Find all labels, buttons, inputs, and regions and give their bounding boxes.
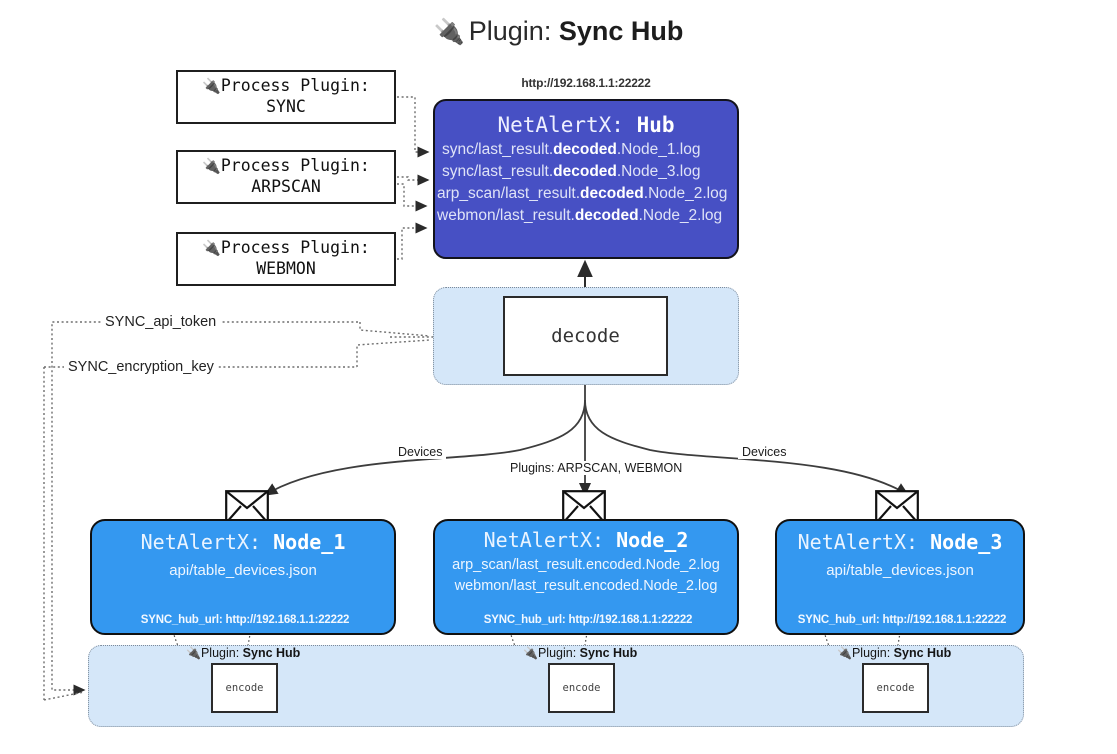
node-hub-url: SYNC_hub_url: http://192.168.1.1:22222: [797, 614, 1007, 626]
encode-box-node-1[interactable]: encode: [211, 663, 278, 713]
node-box-node-2[interactable]: NetAlertX: Node_2 arp_scan/last_result.e…: [433, 519, 739, 635]
hub-title-prefix: NetAlertX:: [497, 113, 624, 137]
node-artifact-line: arp_scan/last_result.encoded.Node_2.log: [452, 557, 720, 573]
node-title-name: Node_1: [273, 530, 346, 554]
hub-log-line: webmon/last_result.decoded.Node_2.log: [437, 207, 723, 224]
process-plugin-webmon[interactable]: 🔌Process Plugin: WEBMON: [176, 232, 396, 286]
node-artifact-line: api/table_devices.json: [169, 562, 317, 579]
node-hub-url: SYNC_hub_url: http://192.168.1.1:22222: [483, 614, 693, 626]
envelope-icon: [225, 490, 269, 524]
edge-label-devices-left: Devices: [394, 445, 447, 459]
plugin-label-node-3: 🔌Plugin: Sync Hub: [837, 646, 952, 660]
plug-icon: 🔌: [202, 239, 221, 258]
process-plugin-name: ARPSCAN: [251, 177, 321, 196]
plug-icon: 🔌: [202, 77, 221, 96]
node-title: NetAlertX: Node_2: [483, 528, 689, 552]
page-title-name: Sync Hub: [558, 16, 684, 46]
page-title: 🔌Plugin: Sync Hub: [0, 16, 1117, 47]
plug-icon: 🔌: [433, 18, 465, 46]
process-plugin-label: Process Plugin:: [220, 156, 370, 176]
node-title: NetAlertX: Node_1: [140, 530, 346, 554]
plug-icon: 🔌: [202, 157, 221, 176]
process-plugin-name: WEBMON: [256, 259, 316, 278]
process-plugin-sync[interactable]: 🔌Process Plugin: SYNC: [176, 70, 396, 124]
node-artifact-line: webmon/last_result.encoded.Node_2.log: [454, 578, 718, 594]
process-plugin-arpscan[interactable]: 🔌Process Plugin: ARPSCAN: [176, 150, 396, 204]
process-plugin-label: Process Plugin:: [220, 76, 370, 96]
hub-title-name: Hub: [636, 113, 675, 137]
hub-url-label: http://192.168.1.1:22222: [521, 76, 651, 90]
hub-box[interactable]: NetAlertX: Hub sync/last_result.decoded.…: [433, 99, 739, 259]
hub-title: NetAlertX: Hub: [435, 113, 737, 137]
plug-icon: 🔌: [186, 646, 201, 660]
node-box-node-1[interactable]: NetAlertX: Node_1 api/table_devices.json…: [90, 519, 396, 635]
credential-label-encryption-key: SYNC_encryption_key: [64, 359, 218, 375]
plugin-label-node-2: 🔌Plugin: Sync Hub: [523, 646, 638, 660]
plugin-label-node-1: 🔌Plugin: Sync Hub: [186, 646, 301, 660]
plug-icon: 🔌: [523, 646, 538, 660]
envelope-icon: [562, 490, 606, 524]
credential-label-api-token: SYNC_api_token: [101, 314, 221, 330]
process-plugin-name: SYNC: [266, 97, 306, 116]
edge-label-plugins-middle: Plugins: ARPSCAN, WEBMON: [506, 461, 687, 475]
process-plugin-label: Process Plugin:: [220, 238, 370, 258]
edge-label-devices-right: Devices: [738, 445, 791, 459]
decode-box[interactable]: decode: [503, 296, 668, 376]
encode-box-node-3[interactable]: encode: [862, 663, 929, 713]
node-box-node-3[interactable]: NetAlertX: Node_3 api/table_devices.json…: [775, 519, 1025, 635]
node-title: NetAlertX: Node_3: [797, 530, 1003, 554]
node-title-name: Node_3: [930, 530, 1003, 554]
node-artifact-line: api/table_devices.json: [826, 562, 974, 579]
page-title-prefix: Plugin:: [468, 16, 552, 46]
hub-log-line: sync/last_result.decoded.Node_1.log: [442, 141, 701, 158]
hub-log-line: arp_scan/last_result.decoded.Node_2.log: [437, 185, 728, 202]
encode-box-node-2[interactable]: encode: [548, 663, 615, 713]
node-hub-url: SYNC_hub_url: http://192.168.1.1:22222: [140, 614, 350, 626]
envelope-icon: [875, 490, 919, 524]
plug-icon: 🔌: [837, 646, 852, 660]
node-title-name: Node_2: [616, 528, 689, 552]
hub-log-line: sync/last_result.decoded.Node_3.log: [442, 163, 701, 180]
